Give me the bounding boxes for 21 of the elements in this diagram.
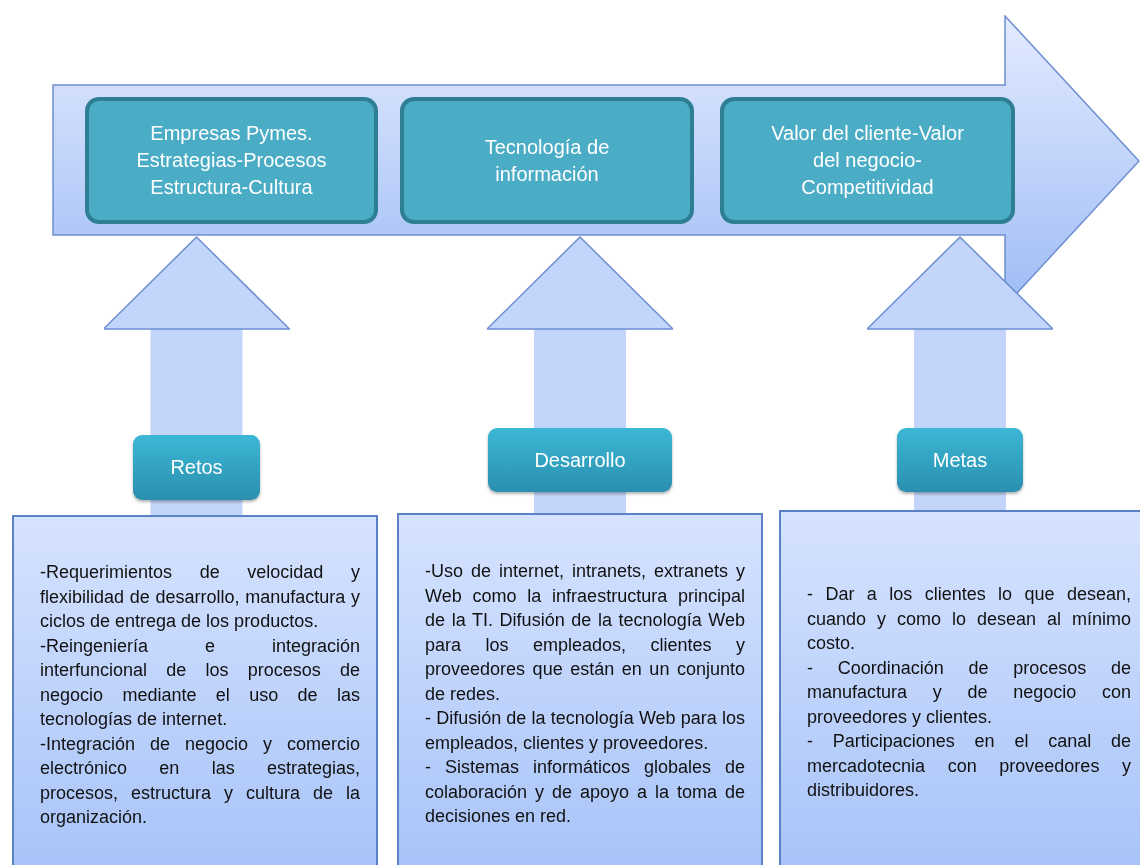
process-box: Empresas Pymes. Estrategias-Procesos Estructura-Cultura — [85, 97, 378, 224]
process-box: Tecnología de información — [400, 97, 694, 224]
text-panel — [779, 510, 1140, 865]
bullet-text: - Participaciones en el canal de mercadotecnia con proveedores y distribuidores. — [807, 730, 1131, 803]
block-arrow — [866, 236, 1054, 510]
edge-label: Desarrollo — [488, 428, 672, 492]
bullet-text: -Uso de internet, intranets, extranets y Web como la infraestructura principal de la TI. Difusión de la tecnología Web para los empleados, clientes y proveedores que están en un conjunto de redes. — [425, 560, 745, 706]
bullet-text: - Coordinación de procesos de manufactura y de negocio con proveedores y clientes. — [807, 656, 1131, 729]
bullet-text: -Integración de negocio y comercio electrónico en las estrategias, procesos, estructura y cultura de la organización. — [40, 732, 360, 830]
edge-label: Retos — [133, 435, 260, 500]
block-arrow — [102, 236, 291, 515]
bullet-text: -Reingeniería e integración interfuncional de los procesos de negocio mediante el uso de las tecnologías de internet. — [40, 634, 360, 732]
block-arrow — [486, 236, 674, 513]
text-panel — [397, 513, 763, 865]
process-box: Valor del cliente-Valor del negocio-Competitividad — [720, 97, 1015, 224]
edge-label: Metas — [897, 428, 1023, 492]
bullet-text: -Requerimientos de velocidad y flexibilidad de desarrollo, manufactura y ciclos de entrega de los productos. — [40, 561, 360, 634]
bullet-text: - Dar a los clientes lo que desean, cuando y como lo desean al mínimo costo. — [807, 583, 1131, 656]
bullet-text: - Sistemas informáticos globales de colaboración y de apoyo a la toma de decisiones en red. — [425, 756, 745, 829]
text-panel — [12, 515, 378, 865]
bullet-text: - Difusión de la tecnología Web para los empleados, clientes y proveedores. — [425, 707, 745, 755]
